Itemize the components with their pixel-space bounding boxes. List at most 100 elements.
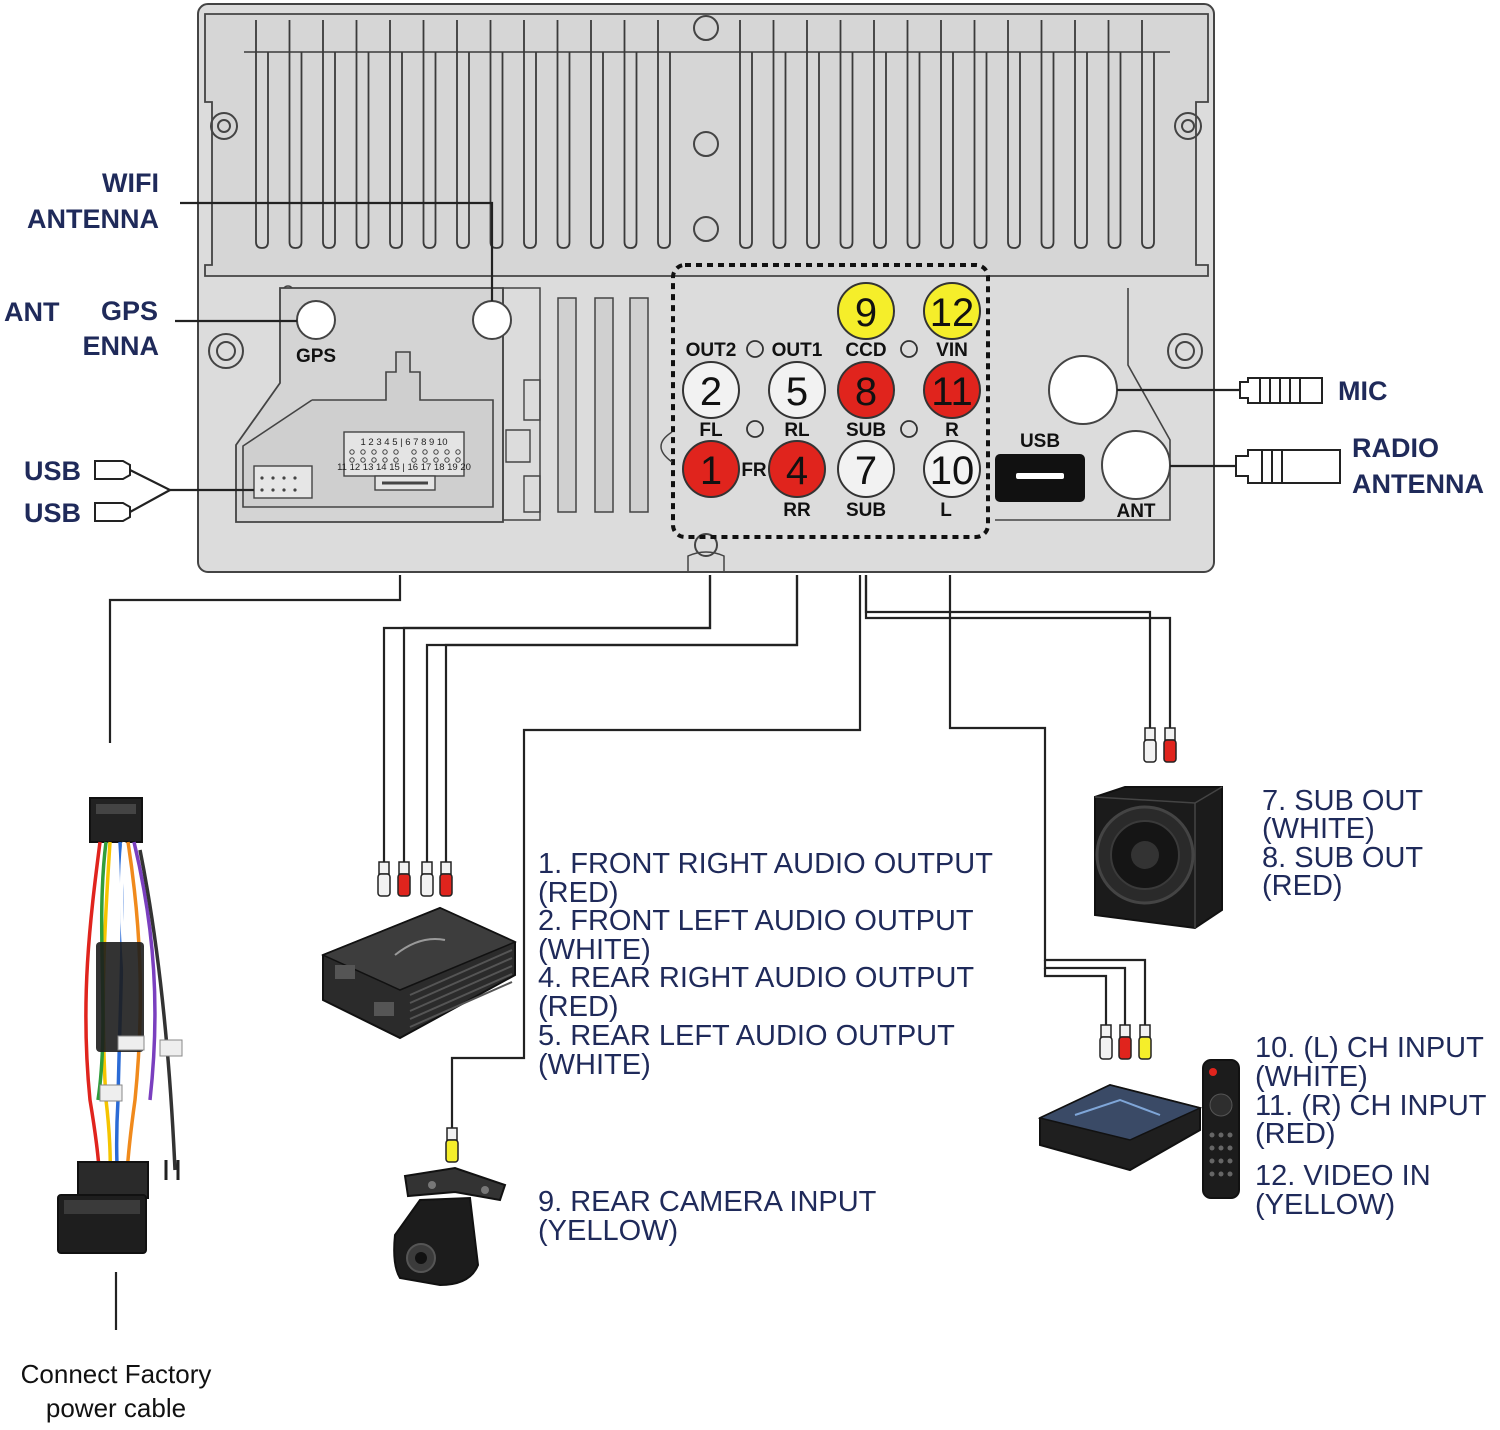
heatsink-fin <box>973 20 988 249</box>
jack-11: 11 R <box>923 361 981 441</box>
rca-plug-white <box>1099 1024 1113 1060</box>
amp-desc-line: (WHITE) <box>538 934 651 966</box>
heatsink-fin <box>288 20 303 249</box>
heatsink-fin <box>806 20 820 249</box>
rca-plug-red <box>439 861 453 897</box>
heatsink-fin <box>657 20 671 249</box>
heatsink-fin <box>422 20 437 249</box>
sub-description: 7. SUB OUT (WHITE) 8. SUB OUT (RED) <box>1262 785 1423 902</box>
heatsink-fin <box>873 20 887 249</box>
box-desc-line: 11. (R) CH INPUT <box>1255 1090 1487 1122</box>
amp-description: 1. FRONT RIGHT AUDIO OUTPUT (RED) 2. FRO… <box>538 848 993 1081</box>
tv-box-image <box>1037 1083 1203 1172</box>
heatsink-fin <box>590 20 604 249</box>
heatsink-fin <box>355 20 370 249</box>
amp-desc-line: 1. FRONT RIGHT AUDIO OUTPUT <box>538 848 993 880</box>
rca-plug-yellow <box>1138 1024 1152 1060</box>
amp-desc-line: (RED) <box>538 877 619 909</box>
usb-label-2: USB <box>24 498 81 528</box>
gps-port <box>296 300 336 340</box>
heatsink-fin <box>389 20 403 249</box>
jack-2: 2 FL <box>682 361 740 441</box>
mic-port <box>1048 355 1118 425</box>
svg-text:12: 12 <box>930 291 975 335</box>
heatsink-fin <box>322 20 336 249</box>
box-desc-line: (WHITE) <box>1255 1061 1368 1093</box>
remote-control-image <box>1202 1059 1240 1199</box>
sub-desc-line: (WHITE) <box>1262 813 1375 845</box>
usb-label-1: USB <box>24 456 81 486</box>
heatsink-fins <box>255 20 1155 249</box>
wifi-callout: WIFI ANTENNA <box>27 168 494 301</box>
usb-port-label: USB <box>1020 431 1060 452</box>
jack-9: 9 <box>837 282 895 340</box>
box-rca-plugs <box>1099 1024 1152 1060</box>
radio-antenna-port <box>1101 430 1171 500</box>
vin-label: VIN <box>936 340 968 361</box>
usb-callout: USB USB <box>24 456 254 528</box>
ant-port-label: ANT <box>1116 501 1155 522</box>
rca-plug-red <box>1163 727 1177 763</box>
camera-rca-plug <box>445 1127 459 1163</box>
box-desc-line: 12. VIDEO IN <box>1255 1160 1431 1192</box>
camera-desc-line: 9. REAR CAMERA INPUT <box>538 1186 877 1218</box>
heatsink-fin <box>556 20 571 249</box>
heatsink-fin <box>623 20 638 249</box>
jack-1-label: FR <box>741 460 767 481</box>
gps-label-gps: GPS <box>101 296 158 326</box>
rear-camera-image <box>393 1166 507 1287</box>
head-unit-back-panel: 1 2 3 4 5 | 6 7 8 9 10 11 12 13 14 15 | … <box>197 3 1215 573</box>
amp-desc-line: (RED) <box>538 991 619 1023</box>
heatsink-fin <box>940 20 954 249</box>
heatsink-fin <box>739 20 753 249</box>
heatsink-fin <box>1107 20 1122 249</box>
usb-plug-icon <box>94 502 131 522</box>
svg-text:10: 10 <box>930 449 975 493</box>
gps-port-label: GPS <box>296 346 336 367</box>
pin-numbers-top: 1 2 3 4 5 | 6 7 8 9 10 <box>361 437 448 448</box>
gps-label-enna: ENNA <box>82 331 159 361</box>
jack-1: 1 FR <box>682 440 767 498</box>
jack-5-label: RL <box>784 420 810 441</box>
rca-plug-red <box>397 861 411 897</box>
wifi-port <box>472 300 512 340</box>
camera-description: 9. REAR CAMERA INPUT (YELLOW) <box>538 1186 877 1247</box>
sub-desc-line: 7. SUB OUT <box>1262 785 1423 817</box>
box-description: 10. (L) CH INPUT (WHITE) 11. (R) CH INPU… <box>1255 1032 1487 1221</box>
out2-label: OUT2 <box>686 340 737 361</box>
svg-text:1: 1 <box>700 449 722 493</box>
wifi-label-line2: ANTENNA <box>27 204 159 234</box>
gps-callout: ANT GPS ENNA <box>4 296 297 361</box>
svg-text:11: 11 <box>931 370 973 414</box>
heatsink-fin <box>772 20 787 249</box>
radio-label-line2: ANTENNA <box>1352 469 1484 499</box>
sub-desc-line: (RED) <box>1262 870 1343 902</box>
svg-text:4: 4 <box>786 449 808 493</box>
radio-label-line1: RADIO <box>1352 433 1439 463</box>
rca-plug-red <box>1118 1024 1132 1060</box>
rca-plug-white <box>1143 727 1157 763</box>
svg-text:7: 7 <box>855 449 877 493</box>
jack-5: 5 RL <box>768 361 826 441</box>
jack-10: 10 L <box>923 440 981 521</box>
amp-desc-line: 4. REAR RIGHT AUDIO OUTPUT <box>538 962 974 994</box>
svg-text:8: 8 <box>855 370 877 414</box>
amp-desc-line: 2. FRONT LEFT AUDIO OUTPUT <box>538 905 974 937</box>
power-description: Connect Factory power cable <box>21 1359 212 1423</box>
rca-jack-group <box>671 263 990 539</box>
svg-text:2: 2 <box>700 370 722 414</box>
sub-rca-plugs <box>1143 727 1177 763</box>
power-harness <box>57 797 183 1254</box>
rca-plug-white <box>377 861 391 897</box>
box-desc-line: 10. (L) CH INPUT <box>1255 1032 1484 1064</box>
jack-4-label: RR <box>783 500 811 521</box>
jack-7-label: SUB <box>846 500 886 521</box>
heatsink-fin <box>255 20 269 249</box>
heatsink-fin <box>1074 20 1088 249</box>
usb-plug-icon <box>94 460 131 480</box>
jack-12: 12 <box>923 282 981 340</box>
wiring <box>108 575 1172 1330</box>
radio-antenna-callout: RADIO ANTENNA <box>1170 433 1484 499</box>
ccd-label: CCD <box>845 340 886 361</box>
